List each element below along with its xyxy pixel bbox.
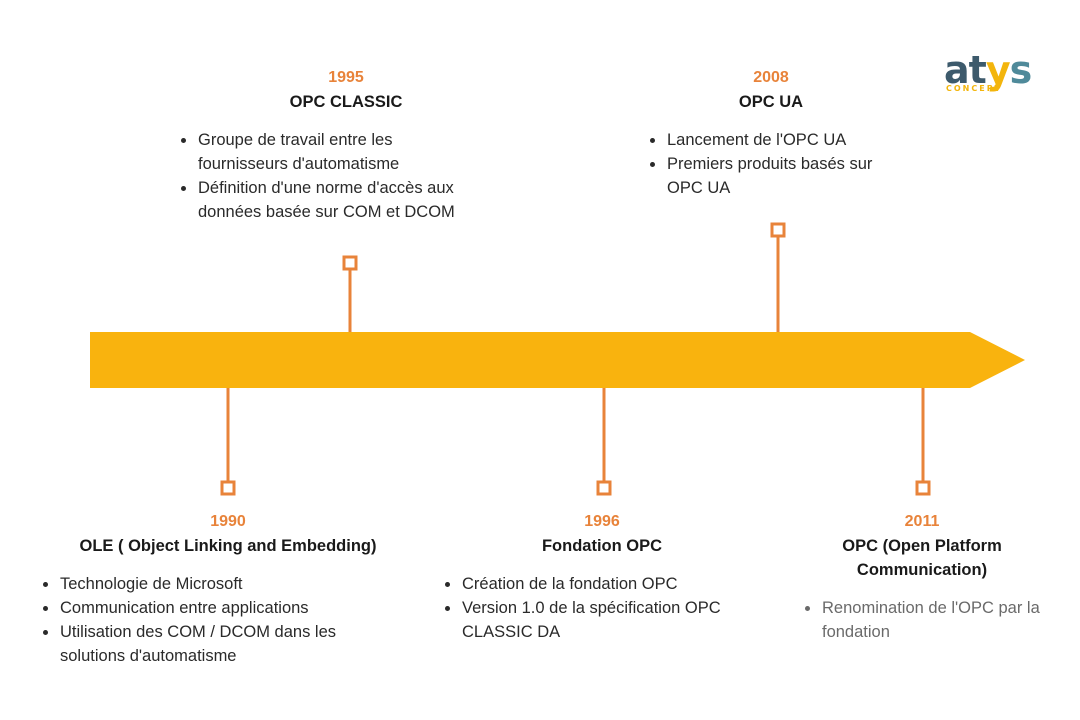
connector-2011 [915, 388, 931, 496]
event-point: Utilisation des COM / DCOM dans les solu… [38, 620, 400, 668]
event-point: Version 1.0 de la spécification OPC CLAS… [440, 596, 772, 644]
atys-concept-logo: atys CONCEPT [944, 50, 1054, 100]
logo-part-y: y [985, 48, 1011, 92]
event-year: 2011 [904, 513, 940, 530]
event-point: Lancement de l'OPC UA [645, 128, 917, 152]
event-point: Premiers produits basés sur OPC UA [645, 152, 892, 200]
event-year: 1996 [584, 513, 620, 530]
event-points: Renomination de l'OPC par la fondation [800, 596, 1045, 644]
logo-part-at: at [944, 48, 987, 92]
event-year: 1995 [328, 69, 364, 86]
timeline-arrow [90, 332, 1025, 388]
event-title: OPC UA [738, 93, 804, 111]
connector-1995 [342, 255, 358, 332]
connector-2008 [770, 222, 786, 332]
event-1990: 1990 OLE ( Object Linking and Embedding)… [38, 510, 418, 668]
event-point: Renomination de l'OPC par la fondation [800, 596, 1052, 644]
event-points: Groupe de travail entre les fournisseurs… [176, 128, 516, 224]
event-year: 1990 [210, 513, 246, 530]
logo-part-s: s [1009, 48, 1033, 92]
logo-wordmark: atys [944, 48, 1033, 92]
event-points: Création de la fondation OPC Version 1.0… [440, 572, 770, 644]
event-point: Groupe de travail entre les fournisseurs… [176, 128, 468, 176]
connector-1990 [220, 388, 236, 496]
connector-1996 [596, 388, 612, 496]
event-2008: 2008 OPC UA Lancement de l'OPC UA Premie… [645, 66, 905, 200]
event-point: Définition d'une norme d'accès aux donné… [176, 176, 516, 224]
event-point: Technologie de Microsoft [38, 572, 400, 596]
event-title: Fondation OPC [541, 537, 663, 555]
event-points: Lancement de l'OPC UA Premiers produits … [645, 128, 905, 200]
event-2011: 2011 OPC (Open Platform Communication) R… [800, 510, 1045, 644]
event-point: Communication entre applications [38, 596, 400, 620]
event-title: OPC (Open Platform Communication) [842, 537, 1002, 579]
event-points: Technologie de Microsoft Communication e… [38, 572, 418, 668]
event-title: OPC CLASSIC [289, 93, 403, 111]
event-1996: 1996 Fondation OPC Création de la fondat… [440, 510, 770, 644]
event-1995: 1995 OPC CLASSIC Groupe de travail entre… [176, 66, 516, 224]
event-point: Création de la fondation OPC [440, 572, 772, 596]
logo-subtitle: CONCEPT [946, 84, 1003, 93]
event-year: 2008 [753, 69, 789, 86]
event-title: OLE ( Object Linking and Embedding) [79, 537, 377, 555]
